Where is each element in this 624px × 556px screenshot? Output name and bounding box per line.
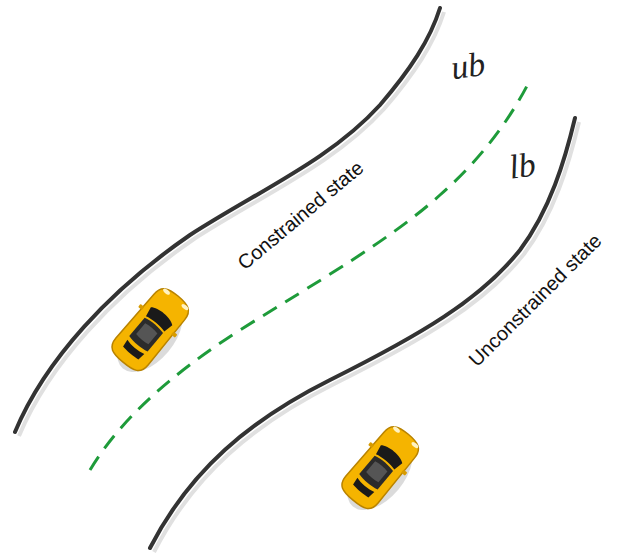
unconstrained-state-label: Unconstrained state	[464, 229, 605, 370]
lower-bound-label: lb	[506, 146, 537, 187]
car-unconstrained	[331, 419, 429, 522]
center-dashed-line	[90, 80, 530, 470]
upper-bound-line	[15, 8, 440, 432]
upper-bound-label: ub	[449, 45, 488, 87]
road-edge-shadow	[154, 122, 579, 552]
car-constrained	[101, 281, 199, 384]
road-edge-shadow	[19, 12, 444, 436]
